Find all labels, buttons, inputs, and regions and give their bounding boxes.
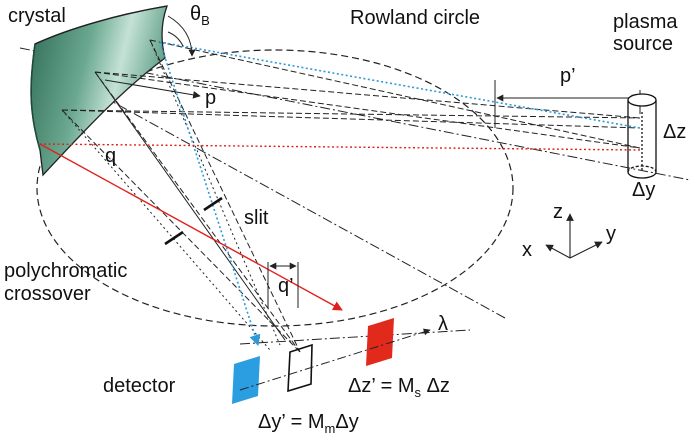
label-plasma: plasma [613, 11, 678, 33]
label-equation-z: Δz’ = Ms Δz [348, 375, 450, 400]
label-slit: slit [244, 207, 269, 229]
label-q: q [105, 145, 116, 167]
label-q-prime: q’ [278, 275, 294, 297]
label-p: p [205, 87, 216, 109]
red-ray [39, 143, 641, 311]
q-prime-dimension [267, 262, 299, 308]
crystal [30, 5, 168, 177]
blue-ray [159, 41, 641, 347]
red-detector-pixel [366, 318, 394, 366]
label-axis-y: y [606, 223, 616, 245]
label-source: source [613, 33, 673, 55]
blue-detector-pixel [232, 356, 260, 404]
label-crystal: crystal [8, 5, 66, 27]
label-axis-z: z [553, 201, 563, 223]
label-detector: detector [103, 375, 176, 397]
label-axis-x: x [522, 239, 532, 261]
theta-angle-arc [167, 15, 196, 57]
p-arrow [104, 79, 201, 99]
label-theta: θB [190, 3, 210, 28]
coordinate-axes [545, 213, 603, 259]
label-p-prime: p’ [560, 65, 576, 87]
detector-frame [287, 343, 313, 393]
label-rowland-circle: Rowland circle [350, 7, 480, 29]
label-delta-y: Δy [632, 179, 655, 201]
label-polychromatic: polychromatic [4, 260, 127, 282]
label-crossover: crossover [4, 283, 91, 305]
label-delta-z: Δz [663, 121, 686, 143]
slit [164, 196, 223, 246]
lambda-axis [239, 328, 431, 391]
label-equation-y: Δy’ = MmΔy [258, 411, 359, 436]
p-prime-dimension [494, 80, 641, 128]
source-rays [61, 39, 641, 149]
plasma-source-cylinder [627, 93, 657, 179]
detectors [232, 318, 431, 404]
label-lambda: λ [438, 313, 448, 335]
